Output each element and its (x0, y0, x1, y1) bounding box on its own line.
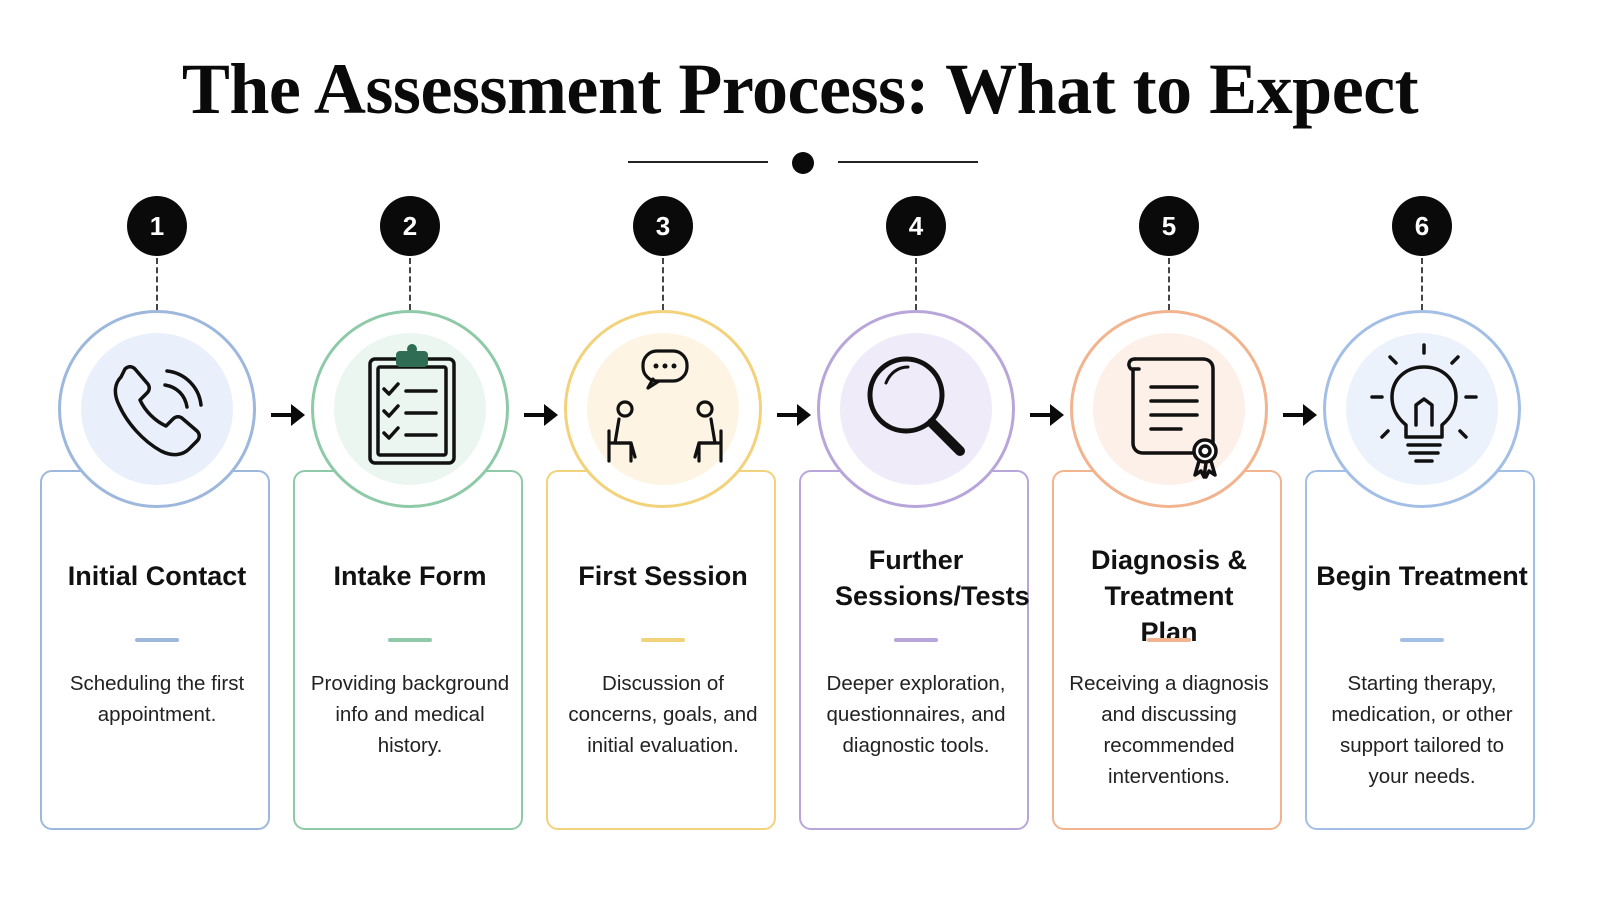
step-description: Starting therapy, medication, or other s… (1331, 672, 1513, 788)
step-title: Diagnosis & Treatment Plan (1090, 545, 1248, 647)
step-6: 6 Begin Treatment Starting therapy, medi… (1305, 0, 1539, 900)
step-description: Receiving a diagnosis and discussing rec… (1069, 672, 1269, 788)
icon-ring (1070, 310, 1268, 508)
accent-bar (135, 638, 179, 642)
dashed-connector (409, 258, 411, 310)
lightbulb-icon (1370, 343, 1478, 463)
step-4: 4 Further Sessions/Tests Deeper explorat… (799, 0, 1033, 900)
step-description: Discussion of concerns, goals, and initi… (568, 672, 758, 757)
step-3: 3 First Session Discussion of concerns, … (546, 0, 780, 900)
step-card (1305, 470, 1535, 830)
accent-bar (641, 638, 685, 642)
page-title: The Assessment Process: What to Expect (181, 49, 1419, 129)
accent-bar (894, 638, 938, 642)
dashed-connector (1168, 258, 1170, 310)
step-number-badge: 4 (886, 196, 946, 256)
step-2: 2 Intake Form Providing background info … (293, 0, 527, 900)
step-title: Further Sessions/Tests (835, 545, 1030, 611)
conversation-icon (607, 349, 723, 463)
step-title: First Session (578, 561, 748, 591)
step-description: Providing background info and medical hi… (310, 672, 510, 757)
title-divider (628, 152, 978, 174)
accent-bar (1400, 638, 1444, 642)
icon-ring (1323, 310, 1521, 508)
dashed-connector (1421, 258, 1423, 310)
phone-icon (113, 365, 203, 457)
step-card (40, 470, 270, 830)
step-card (293, 470, 523, 830)
accent-bar (1147, 638, 1191, 642)
icon-ring (564, 310, 762, 508)
icon-ring (311, 310, 509, 508)
step-5: 5 Diagnosis & Treatment Plan Receiving a… (1052, 0, 1286, 900)
dashed-connector (156, 258, 158, 310)
magnifier-icon (867, 356, 965, 456)
step-number-badge: 6 (1392, 196, 1452, 256)
arrow-right-icon (777, 404, 811, 426)
step-card (1052, 470, 1282, 830)
step-1: 1 Initial Contact Scheduling the first a… (40, 0, 274, 900)
arrow-right-icon (271, 404, 305, 426)
step-number-badge: 1 (127, 196, 187, 256)
icon-ring (817, 310, 1015, 508)
step-description: Deeper exploration, questionnaires, and … (826, 672, 1006, 757)
icon-ring (58, 310, 256, 508)
dashed-connector (662, 258, 664, 310)
accent-bar (388, 638, 432, 642)
certificate-icon (1127, 357, 1218, 479)
step-title: Intake Form (333, 561, 487, 591)
step-number-badge: 5 (1139, 196, 1199, 256)
step-card (799, 470, 1029, 830)
arrow-right-icon (524, 404, 558, 426)
step-number-badge: 3 (633, 196, 693, 256)
step-card (546, 470, 776, 830)
step-description: Scheduling the first appointment. (69, 672, 245, 726)
dashed-connector (915, 258, 917, 310)
arrow-right-icon (1030, 404, 1064, 426)
clipboard-icon (368, 344, 456, 465)
arrow-right-icon (1283, 404, 1317, 426)
step-title: Begin Treatment (1316, 561, 1528, 591)
step-number-badge: 2 (380, 196, 440, 256)
step-title: Initial Contact (67, 561, 247, 591)
